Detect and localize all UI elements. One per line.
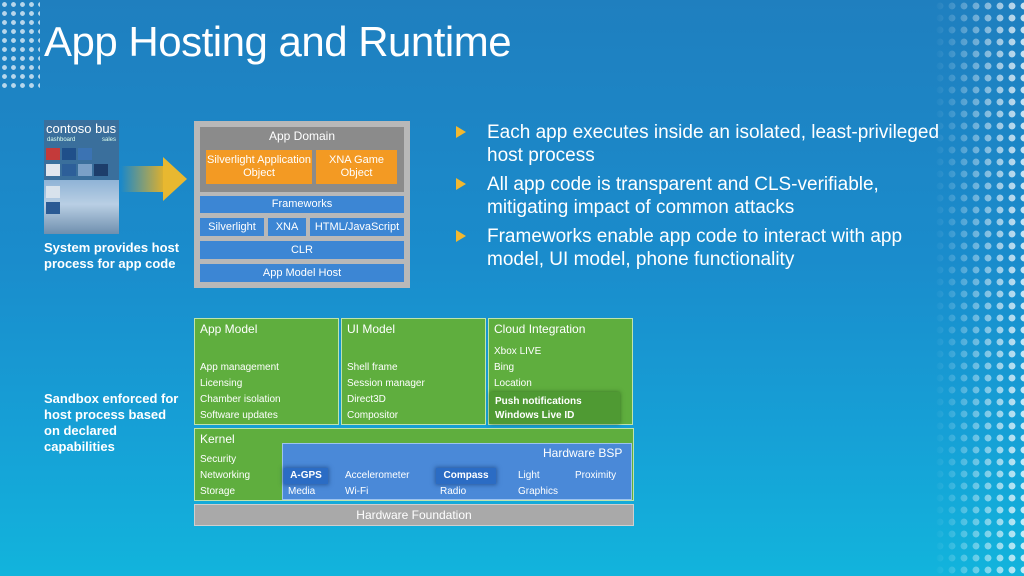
app-model-item: Software updates — [200, 410, 278, 421]
bullet-item: All app code is transparent and CLS-veri… — [456, 173, 956, 219]
phone-tile — [46, 148, 60, 160]
kernel-title: Kernel — [200, 432, 235, 446]
light-label: Light — [518, 470, 540, 481]
silverlight-box: Silverlight — [200, 218, 264, 236]
ui-model-item: Session manager — [347, 378, 425, 389]
bullet-triangle-icon — [456, 178, 466, 190]
windows-live-id-label: Windows Live ID — [495, 410, 575, 421]
decorative-dots-left — [0, 0, 40, 90]
app-model-host-box: App Model Host — [200, 264, 404, 282]
kernel-item: Security — [200, 454, 237, 465]
clr-box: CLR — [200, 241, 404, 259]
ui-model-item: Direct3D — [347, 394, 386, 405]
arrow-right-icon — [163, 157, 187, 201]
phone-tile — [46, 202, 60, 214]
bullet-text: Frameworks enable app code to interact w… — [487, 226, 903, 270]
cloud-integration-item: Xbox LIVE — [494, 346, 542, 357]
bullet-triangle-icon — [456, 126, 466, 138]
app-model-item: Licensing — [200, 378, 243, 389]
hardware-bsp-title: Hardware BSP — [543, 446, 623, 460]
phone-tile — [62, 148, 76, 160]
frameworks-box: Frameworks — [200, 196, 404, 213]
cloud-integration-title: Cloud Integration — [494, 322, 586, 336]
phone-subtitle-dashboard: dashboard — [47, 137, 76, 143]
bullet-text: All app code is transparent and CLS-veri… — [487, 174, 879, 218]
agps-chip: A-GPS — [284, 468, 328, 484]
phone-screenshot: contoso bus dashboard sales — [44, 120, 119, 234]
push-notifications-label: Push notifications — [495, 396, 582, 407]
accelerometer-label: Accelerometer — [345, 470, 410, 481]
bullet-triangle-icon — [456, 230, 466, 242]
slide-title: App Hosting and Runtime — [44, 18, 512, 65]
bullet-item: Frameworks enable app code to interact w… — [456, 225, 956, 271]
graphics-label: Graphics — [518, 486, 559, 497]
silverlight-app-object-box: Silverlight Application Object — [206, 150, 312, 184]
phone-tile — [62, 164, 76, 176]
kernel-item: Storage — [200, 486, 236, 497]
phone-tile — [46, 186, 60, 198]
app-model-item: Chamber isolation — [200, 394, 281, 405]
hardware-foundation-box: Hardware Foundation — [194, 504, 634, 526]
kernel-item: Networking — [200, 470, 251, 481]
decorative-dots-right — [934, 0, 1024, 576]
app-model-box — [194, 318, 339, 425]
bullet-item: Each app executes inside an isolated, le… — [456, 121, 956, 167]
phone-subtitle-sales: sales — [102, 137, 117, 143]
cloud-integration-item: Location — [494, 378, 532, 389]
caption-host-process: System provides host process for app cod… — [44, 240, 180, 271]
ui-model-title: UI Model — [347, 322, 396, 336]
wifi-label: Wi-Fi — [345, 486, 369, 497]
app-domain-label: App Domain — [268, 128, 336, 143]
ui-model-item: Shell frame — [347, 362, 398, 373]
ui-model-item: Compositor — [347, 410, 399, 421]
html-javascript-box: HTML/JavaScript — [310, 218, 404, 236]
media-label: Media — [288, 486, 316, 497]
phone-tile — [46, 164, 60, 176]
xna-box: XNA — [268, 218, 306, 236]
phone-tile — [78, 148, 92, 160]
app-model-title: App Model — [200, 322, 258, 336]
arrow-shaft — [121, 166, 165, 192]
highlight-panel — [490, 392, 620, 424]
proximity-label: Proximity — [575, 470, 617, 481]
phone-tile — [94, 164, 108, 176]
xna-game-object-box: XNA Game Object — [316, 150, 397, 184]
bullet-list: Each app executes inside an isolated, le… — [456, 121, 956, 277]
ui-model-box — [341, 318, 486, 425]
caption-sandbox: Sandbox enforced for host process based … — [44, 391, 179, 454]
phone-app-title: contoso bus — [46, 121, 117, 136]
cloud-integration-item: Bing — [494, 362, 515, 373]
app-model-item: App management — [200, 362, 279, 373]
phone-tile — [78, 164, 92, 176]
compass-chip: Compass — [436, 468, 496, 484]
radio-label: Radio — [440, 486, 467, 497]
bullet-text: Each app executes inside an isolated, le… — [487, 122, 940, 166]
